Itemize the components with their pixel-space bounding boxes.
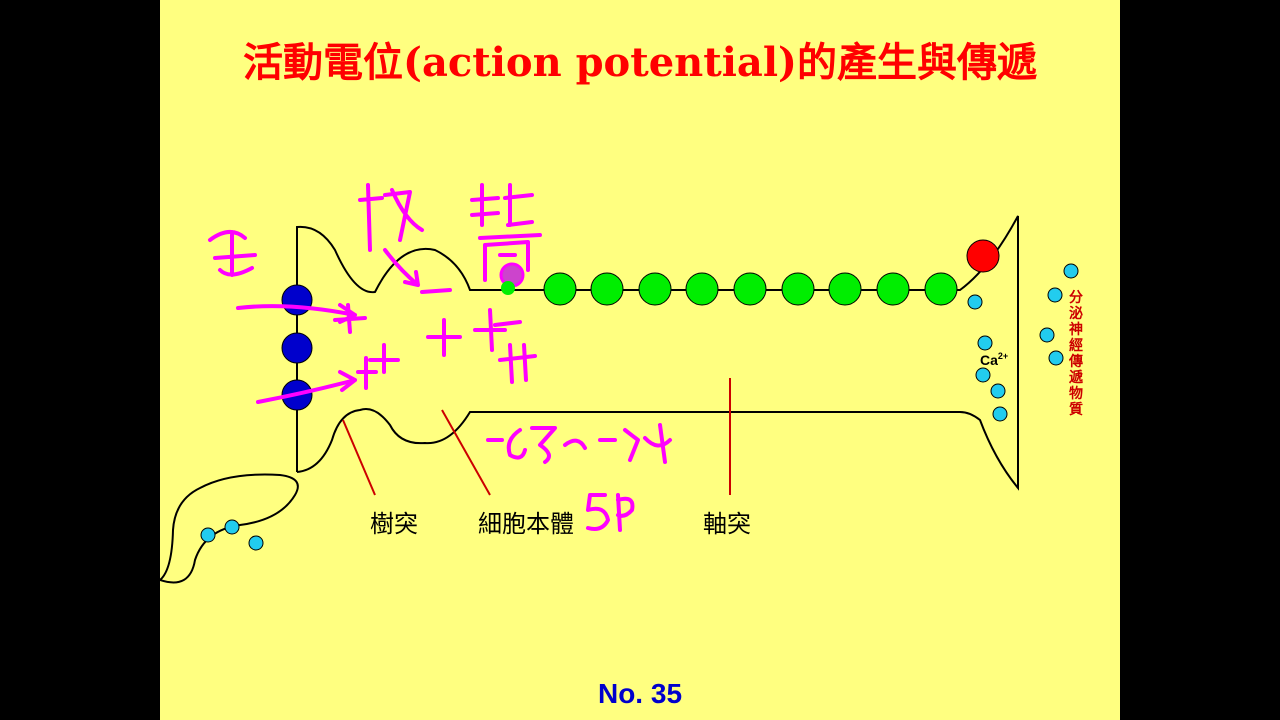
ink-plus [333,303,367,334]
ink-plus [498,343,537,384]
calcium-ion [992,406,1008,422]
calcium-ion [975,367,991,383]
ink-stroke [563,423,672,464]
label-axon: 軸突 [703,510,751,538]
ink-plus [426,318,462,357]
ink-plus [473,308,522,352]
transmitter-vesicle [1063,263,1079,279]
transmitter-vesicle [1047,287,1063,303]
neuron-outline-top [296,215,1019,491]
axon-node [733,272,767,306]
transmitter-vesicle [1048,350,1064,366]
label-dendrite: 樹突 [370,510,418,538]
calcium-ion [990,383,1006,399]
ink-plus [356,356,378,390]
neighbor-terminal [160,473,299,584]
axon-node [828,272,862,306]
calcium-ion [967,294,983,310]
label-neurotransmitter-release: 分泌神經傳遞物質 [1069,290,1083,418]
slide: 活動電位(action potential)的產生與傳遞 [160,0,1120,720]
calcium-ion [977,335,993,351]
ink-plus [368,343,400,374]
axon-nodes [543,272,958,306]
axon-node [876,272,910,306]
ink-arrow [383,248,420,287]
ink-stroke [586,493,635,532]
calcium-label: Ca2+ [980,351,1008,368]
ink-arrow [256,370,357,404]
vesicle [224,519,240,535]
ink-stroke [486,426,557,464]
vesicle [200,527,216,543]
ink-stroke [470,183,534,227]
terminal-channel-red [966,239,1000,273]
neuron-diagram: Ca2+ 樹突 細胞本體 軸突 [160,183,1079,584]
axon-node [590,272,624,306]
pointer-dendrite [342,419,376,496]
axon-node [638,272,672,306]
axon-node [781,272,815,306]
axon-hillock-core [501,281,515,295]
ink-minus [420,288,452,294]
channel-blue [281,332,313,364]
page-number: No. 35 [597,678,683,709]
label-soma: 細胞本體 [478,510,574,538]
axon-node [685,272,719,306]
ink-stroke [478,233,542,282]
ink-stroke [358,183,424,252]
vesicle [248,535,264,551]
handwritten-annotations [208,183,672,532]
pointer-soma [441,409,491,496]
ink-stroke [208,230,257,277]
transmitter-vesicle [1039,327,1055,343]
axon-node [924,272,958,306]
axon-node [543,272,577,306]
slide-title: 活動電位(action potential)的產生與傳遞 [243,39,1037,86]
channel-blue [281,284,313,316]
